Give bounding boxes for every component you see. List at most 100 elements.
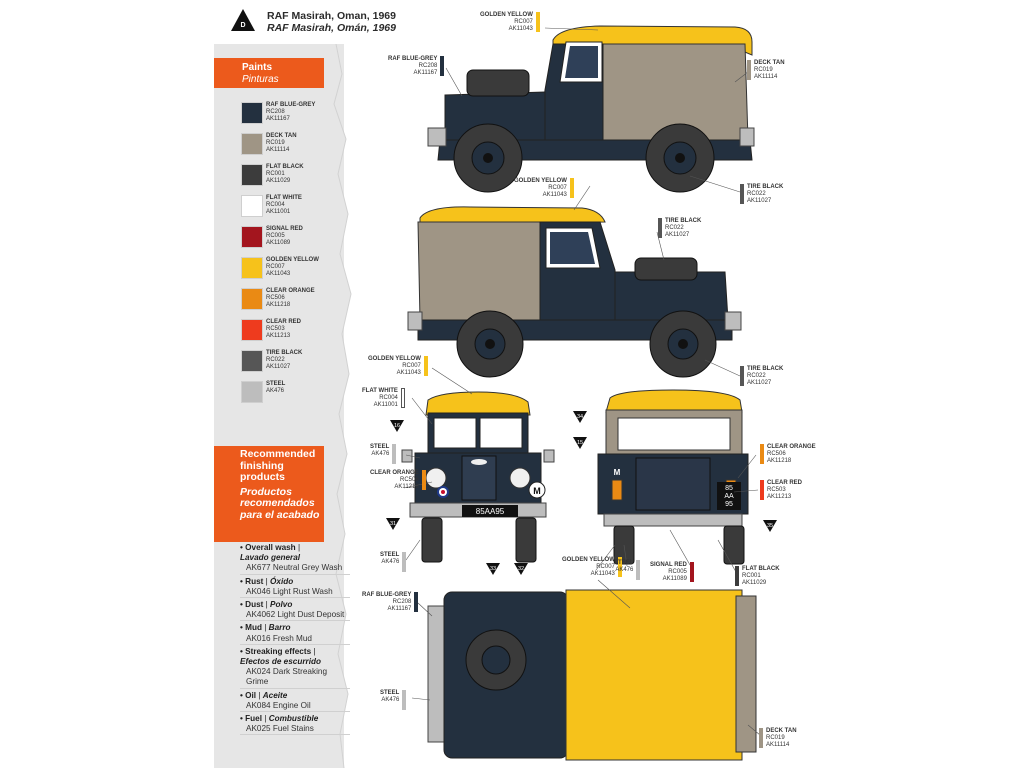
paints-header-en: Paints [242,62,273,73]
callout-code: RC022 [665,224,684,231]
callout-color-bar [400,388,405,408]
callout-code: RC007 [514,18,533,25]
paint-code: RC004 [266,202,285,208]
callout-color-bar [402,552,407,572]
callout-name: TIRE BLACK [665,218,702,224]
callout-code: AK11114 [766,741,790,748]
callout-name: GOLDEN YELLOW [480,12,533,18]
paints-header: Paints Pinturas [214,58,324,88]
paint-color-chip [241,350,263,372]
rear-plate-line1: 85 [725,485,733,492]
paint-color-chip [241,257,263,279]
callout-color-bar [535,12,540,32]
callout-name: DECK TAN [754,60,785,66]
decal-number: 16 [394,423,400,429]
callout-name: SIGNAL RED [650,562,687,568]
callout-code: AK476 [371,450,390,457]
finishing-title: Rust [245,576,264,586]
paint-color-chip [241,288,263,310]
paint-code: AK11043 [266,271,291,277]
paint-code: AK11089 [266,240,291,246]
callout-code: AK11029 [742,579,767,586]
callout-color-bar [636,560,641,580]
callout-color-bar [760,480,764,500]
callout-name: GOLDEN YELLOW [368,356,421,362]
torn-edge-decoration [318,44,352,768]
callout-code: AK11027 [747,197,772,204]
callout-code: AK476 [615,566,634,573]
paint-code: RC022 [266,357,285,363]
callout-code: AK476 [381,696,400,703]
profile-letter-badge: D [231,9,255,31]
callout-name: STEEL [380,552,400,558]
paint-name: GOLDEN YELLOW [266,257,319,263]
side-view-left [427,25,755,193]
finishing-title: Streaking effects [245,646,312,656]
decal-number: 32 [518,566,524,572]
paint-color-chip [241,381,263,403]
paint-code: AK11213 [266,333,291,339]
page-title: RAF Masirah, Oman, 1969 [267,10,396,22]
decal-number: 33 [490,566,496,572]
finishing-product: AK046 Light Rust Wash [240,587,350,599]
callout-code: AK11043 [396,369,421,376]
finishing-product: AK677 Neutral Grey Wash [240,563,350,575]
front-plate: 85AA95 [476,507,505,516]
paint-color-chip [241,319,263,341]
paint-name: DECK TAN [266,133,297,139]
callout-color-bar [392,444,397,464]
finishing-title-es: Óxido [270,576,294,586]
callout-name: FLAT BLACK [742,566,780,572]
paint-color-chip [241,195,263,217]
callout-code: RC022 [747,190,766,197]
paint-name: CLEAR RED [266,319,302,325]
callout-color-bar [402,690,407,710]
top-view [427,589,757,761]
callout-name: GOLDEN YELLOW [514,178,567,184]
callout-color-bar [689,562,694,582]
paint-name: SIGNAL RED [266,226,303,232]
callout-code: AK11027 [665,231,690,238]
finishing-title-es: Polvo [270,600,293,610]
callout-color-bar [759,728,763,748]
paint-code: AK11027 [266,364,291,370]
paint-code: AK11001 [266,209,291,215]
callout-color-bar [658,218,662,238]
paint-code: AK11218 [266,302,291,308]
finishing-header-en: Recommended finishing products [240,448,316,483]
decal-number: 34 [577,414,583,420]
callout-code: AK11089 [662,575,687,582]
finishing-title-es: Aceite [262,690,288,700]
paint-code: RC506 [266,295,285,301]
callout-name: TIRE BLACK [747,366,784,372]
callout-color-bar [740,366,744,386]
decal-markers: 16 34 15 31 33 32 35 [386,411,777,575]
finishing-product: AK084 Engine Oil [240,701,350,713]
callout-name: FLAT WHITE [362,388,398,394]
callout-code: RC208 [418,62,438,69]
profile-letter: D [240,22,245,29]
callout-code: RC506 [767,450,786,457]
